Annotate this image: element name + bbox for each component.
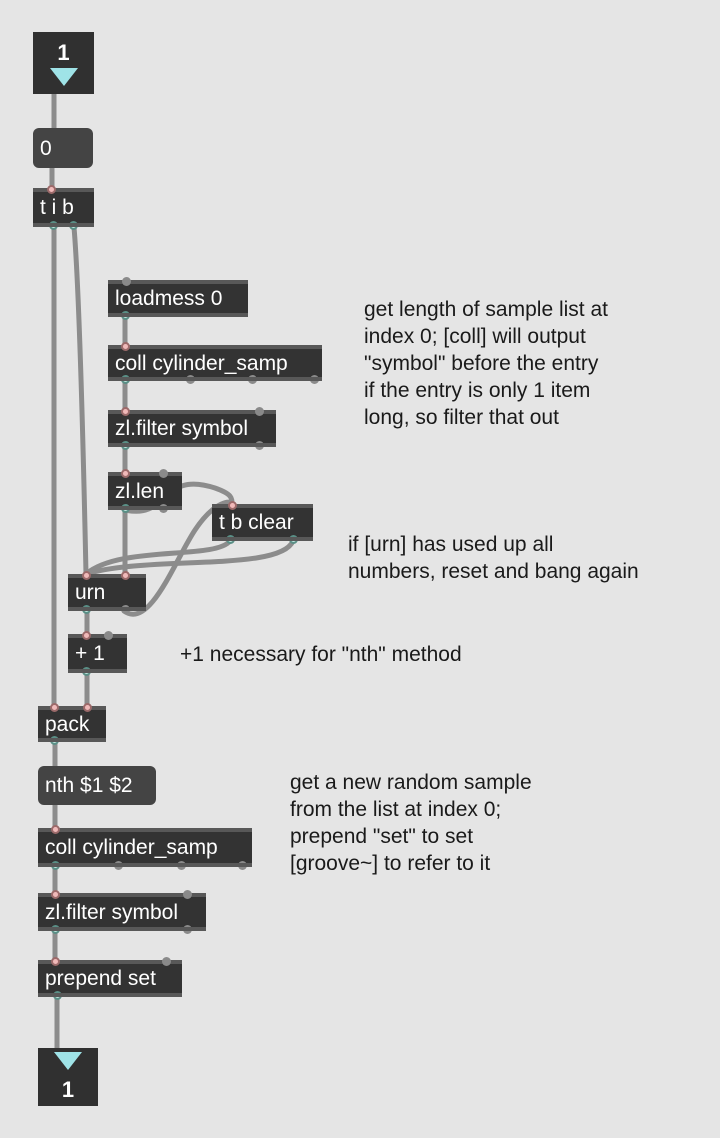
object-zllen-label: zl.len bbox=[115, 479, 165, 503]
cord-tbclear-clear-to-urn bbox=[83, 538, 296, 577]
zlfilter-top-outlet[interactable] bbox=[121, 441, 130, 450]
object-zlfilter-bottom[interactable]: zl.filter symbol bbox=[38, 890, 206, 934]
cord-tib-to-urn bbox=[71, 224, 89, 577]
object-prepend-label: prepend set bbox=[45, 967, 156, 990]
comment-line: from the list at index 0; bbox=[290, 798, 502, 821]
inlet-arrow-icon bbox=[49, 68, 78, 86]
message-nth[interactable]: nth $1 $2 bbox=[38, 766, 156, 805]
outlet-number: 1 bbox=[61, 1077, 75, 1102]
tib-outlet-int[interactable] bbox=[49, 221, 58, 230]
object-loadmess-label: loadmess 0 bbox=[115, 287, 223, 310]
zllen-inlet[interactable] bbox=[121, 469, 130, 478]
urn-inlet-right[interactable] bbox=[121, 571, 130, 580]
loadmess-inlet[interactable] bbox=[122, 277, 131, 286]
comment-urn: if [urn] has used up all numbers, reset … bbox=[348, 531, 639, 585]
inlet-number: 1 bbox=[57, 40, 70, 65]
object-tib[interactable]: t i b bbox=[33, 185, 94, 230]
zlfilter-top-outlet-2[interactable] bbox=[255, 441, 264, 450]
object-zlfilter-bottom-label: zl.filter symbol bbox=[45, 900, 179, 924]
object-coll-top-label: coll cylinder_samp bbox=[115, 351, 288, 375]
plus1-outlet[interactable] bbox=[82, 667, 91, 676]
coll-top-outlet[interactable] bbox=[121, 375, 130, 384]
coll-top-inlet[interactable] bbox=[121, 342, 130, 351]
zlfilter-bottom-inlet-2[interactable] bbox=[183, 890, 192, 899]
object-coll-bottom[interactable]: coll cylinder_samp bbox=[38, 825, 252, 870]
tbclear-outlet-clear[interactable] bbox=[289, 535, 298, 544]
object-urn-label: urn bbox=[75, 581, 106, 604]
object-coll-top[interactable]: coll cylinder_samp bbox=[108, 342, 322, 384]
comment-line: index 0; [coll] will output bbox=[364, 325, 586, 348]
pack-inlet-left[interactable] bbox=[50, 703, 59, 712]
zlfilter-bottom-outlet[interactable] bbox=[51, 925, 60, 934]
prepend-outlet[interactable] bbox=[53, 991, 62, 1000]
zlfilter-bottom-outlet-2[interactable] bbox=[183, 925, 192, 934]
outlet-box[interactable]: 1 bbox=[38, 1048, 98, 1106]
comment-length: get length of sample list at index 0; [c… bbox=[364, 296, 608, 431]
object-zllen[interactable]: zl.len bbox=[108, 469, 182, 513]
comment-line: if the entry is only 1 item bbox=[364, 379, 591, 402]
pack-outlet[interactable] bbox=[50, 736, 59, 745]
pack-inlet-right[interactable] bbox=[83, 703, 92, 712]
message-nth-label: nth $1 $2 bbox=[45, 774, 133, 797]
zllen-outlet[interactable] bbox=[121, 504, 130, 513]
urn-outlet-right[interactable] bbox=[121, 605, 130, 614]
inlet-box[interactable]: 1 bbox=[33, 32, 94, 94]
object-tbclear[interactable]: t b clear bbox=[212, 501, 313, 544]
prepend-inlet-2[interactable] bbox=[162, 957, 171, 966]
coll-bottom-outlet-3[interactable] bbox=[177, 861, 186, 870]
coll-bottom-inlet[interactable] bbox=[51, 825, 60, 834]
object-coll-bottom-label: coll cylinder_samp bbox=[45, 836, 218, 859]
object-zlfilter-top-label: zl.filter symbol bbox=[115, 417, 249, 440]
coll-bottom-outlet-4[interactable] bbox=[238, 861, 247, 870]
loadmess-outlet[interactable] bbox=[121, 311, 130, 320]
zlfilter-top-inlet[interactable] bbox=[121, 407, 130, 416]
coll-bottom-outlet-2[interactable] bbox=[114, 861, 123, 870]
comment-line: get length of sample list at bbox=[364, 298, 608, 321]
zllen-inlet-2[interactable] bbox=[159, 469, 168, 478]
message-zero-label: 0 bbox=[40, 136, 52, 160]
comment-line: prepend "set" to set bbox=[290, 825, 474, 848]
object-loadmess[interactable]: loadmess 0 bbox=[108, 277, 248, 320]
object-zlfilter-top[interactable]: zl.filter symbol bbox=[108, 407, 276, 450]
plus1-inlet-right[interactable] bbox=[104, 631, 113, 640]
comment-line: +1 necessary for "nth" method bbox=[180, 643, 462, 666]
object-plus1[interactable]: + 1 bbox=[68, 631, 127, 676]
object-prepend[interactable]: prepend set bbox=[38, 957, 182, 1000]
coll-bottom-outlet[interactable] bbox=[51, 861, 60, 870]
zlfilter-bottom-inlet[interactable] bbox=[51, 890, 60, 899]
prepend-inlet[interactable] bbox=[51, 957, 60, 966]
object-plus1-label: + 1 bbox=[75, 642, 105, 665]
coll-top-outlet-3[interactable] bbox=[248, 375, 257, 384]
coll-top-outlet-4[interactable] bbox=[310, 375, 319, 384]
object-pack-label: pack bbox=[45, 712, 90, 736]
comment-line: if [urn] has used up all bbox=[348, 533, 554, 556]
object-urn[interactable]: urn bbox=[68, 571, 146, 614]
tib-inlet[interactable] bbox=[47, 185, 56, 194]
object-tib-label: t i b bbox=[40, 196, 74, 219]
outlet-arrow-icon bbox=[54, 1052, 82, 1070]
comment-random: get a new random sample from the list at… bbox=[290, 769, 532, 877]
object-pack[interactable]: pack bbox=[38, 703, 106, 745]
tib-outlet-bang[interactable] bbox=[69, 221, 78, 230]
message-zero[interactable]: 0 bbox=[33, 128, 93, 168]
comment-plus: +1 necessary for "nth" method bbox=[180, 641, 462, 668]
urn-outlet-left[interactable] bbox=[82, 605, 91, 614]
comment-line: [groove~] to refer to it bbox=[290, 852, 491, 875]
cord-tbclear-bang-to-urn bbox=[83, 538, 233, 577]
plus1-inlet-left[interactable] bbox=[82, 631, 91, 640]
coll-top-outlet-2[interactable] bbox=[186, 375, 195, 384]
zllen-outlet-2[interactable] bbox=[159, 504, 168, 513]
urn-inlet-left[interactable] bbox=[82, 571, 91, 580]
comment-line: long, so filter that out bbox=[364, 406, 559, 429]
comment-line: numbers, reset and bang again bbox=[348, 560, 639, 583]
tbclear-outlet-bang[interactable] bbox=[226, 535, 235, 544]
comment-line: get a new random sample bbox=[290, 771, 532, 794]
comment-line: "symbol" before the entry bbox=[364, 352, 599, 375]
object-tbclear-label: t b clear bbox=[219, 511, 294, 534]
tbclear-inlet[interactable] bbox=[228, 501, 237, 510]
zlfilter-top-inlet-2[interactable] bbox=[255, 407, 264, 416]
